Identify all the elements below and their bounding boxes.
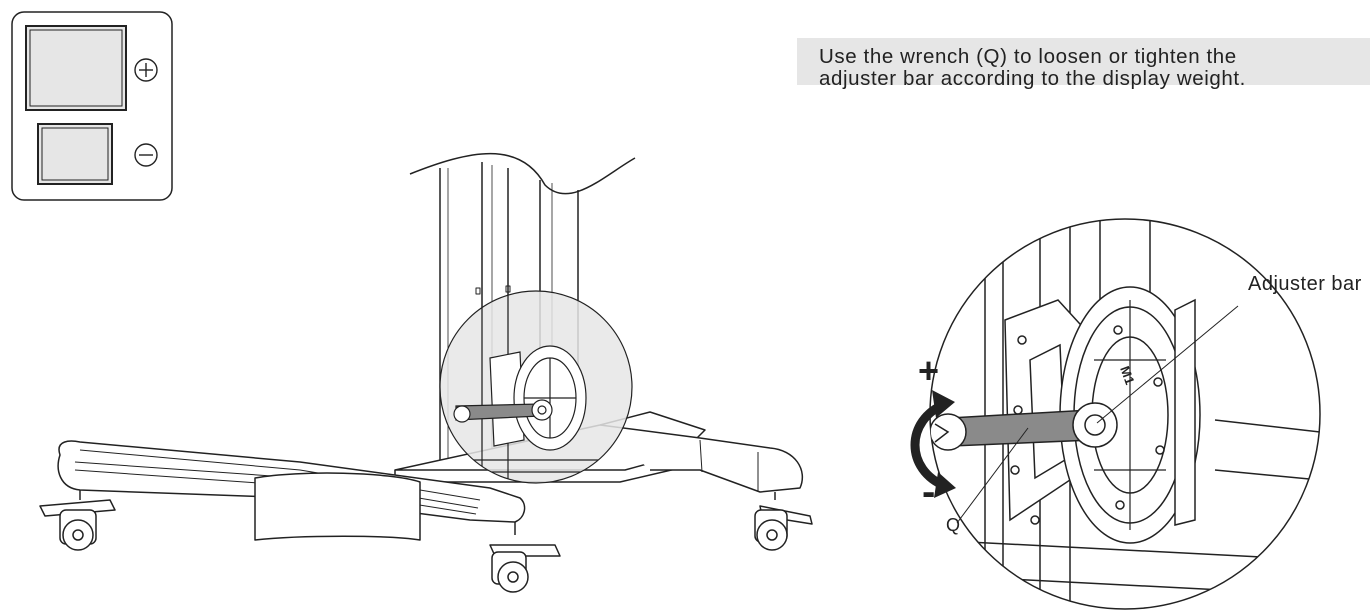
highlight-circle [439, 290, 633, 484]
instruction-box: Use the wrench (Q) to loosen or tighten … [797, 38, 1370, 90]
caster-front-left [39, 490, 116, 551]
plus-circle-icon [134, 58, 158, 82]
instruction-line-2: adjuster bar according to the display we… [819, 67, 1246, 90]
instruction-line-1: Use the wrench (Q) to loosen or tighten … [819, 45, 1237, 68]
caster-center [489, 522, 561, 593]
legend-panel [11, 11, 173, 201]
plus-sign-label: + [918, 350, 940, 391]
minus-circle-icon [134, 143, 158, 167]
adjuster-bar-label: Adjuster bar [1248, 273, 1362, 295]
tv-stand-drawing [39, 152, 813, 593]
rotation-arrow-icon [910, 390, 956, 498]
minus-sign-label: - [922, 470, 936, 514]
zoom-detail-circle [910, 218, 1321, 610]
wrench-label: Q [946, 515, 961, 535]
caster-right [754, 492, 813, 551]
